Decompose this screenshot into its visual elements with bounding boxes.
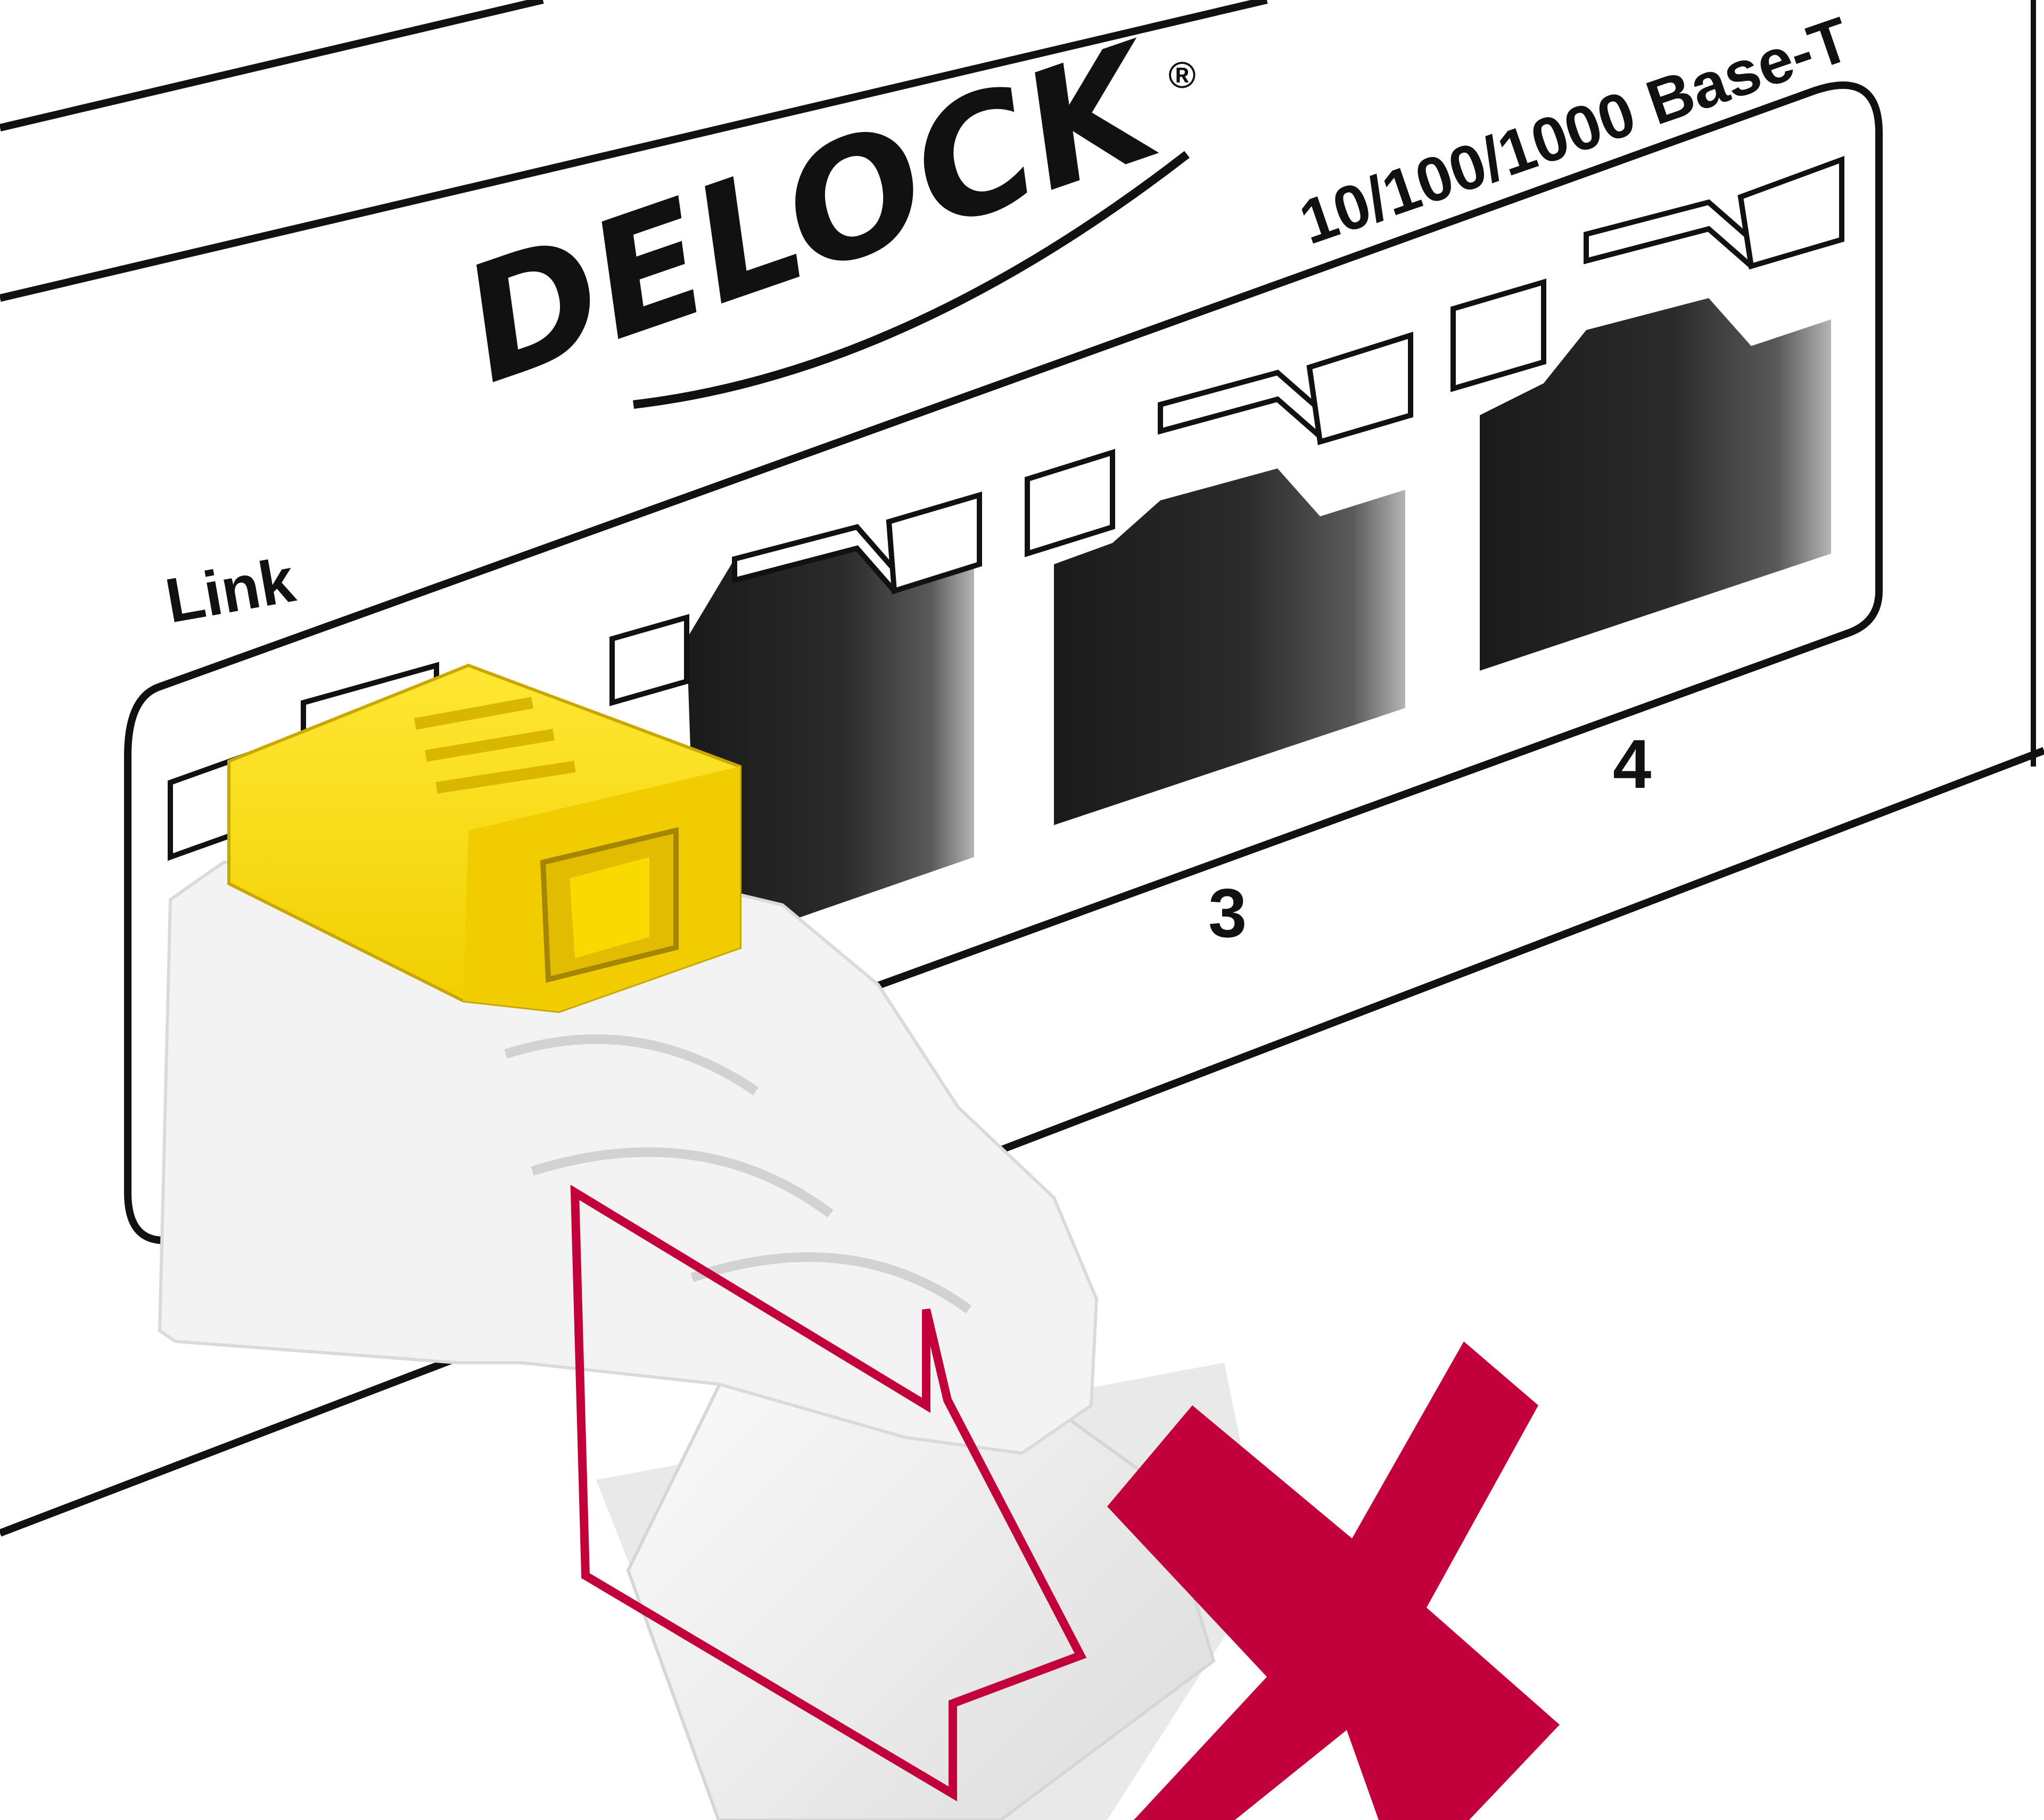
link-label: Link (161, 545, 300, 636)
port-3: 3 (1025, 332, 1413, 952)
registered-mark: ® (1168, 54, 1196, 96)
pull-out-arrow-icon (570, 1184, 1087, 1802)
port-2 (609, 491, 982, 953)
port-4: 4 (1450, 155, 1844, 803)
port-3-number: 3 (1208, 874, 1247, 952)
prohibited-x-icon (1107, 1341, 1560, 1820)
yellow-rj45-lock (227, 663, 741, 1014)
port-4-number: 4 (1613, 725, 1651, 803)
cable-plug (158, 850, 1267, 1820)
logo-swoosh (633, 151, 1190, 409)
switch-housing (0, 0, 2044, 1537)
